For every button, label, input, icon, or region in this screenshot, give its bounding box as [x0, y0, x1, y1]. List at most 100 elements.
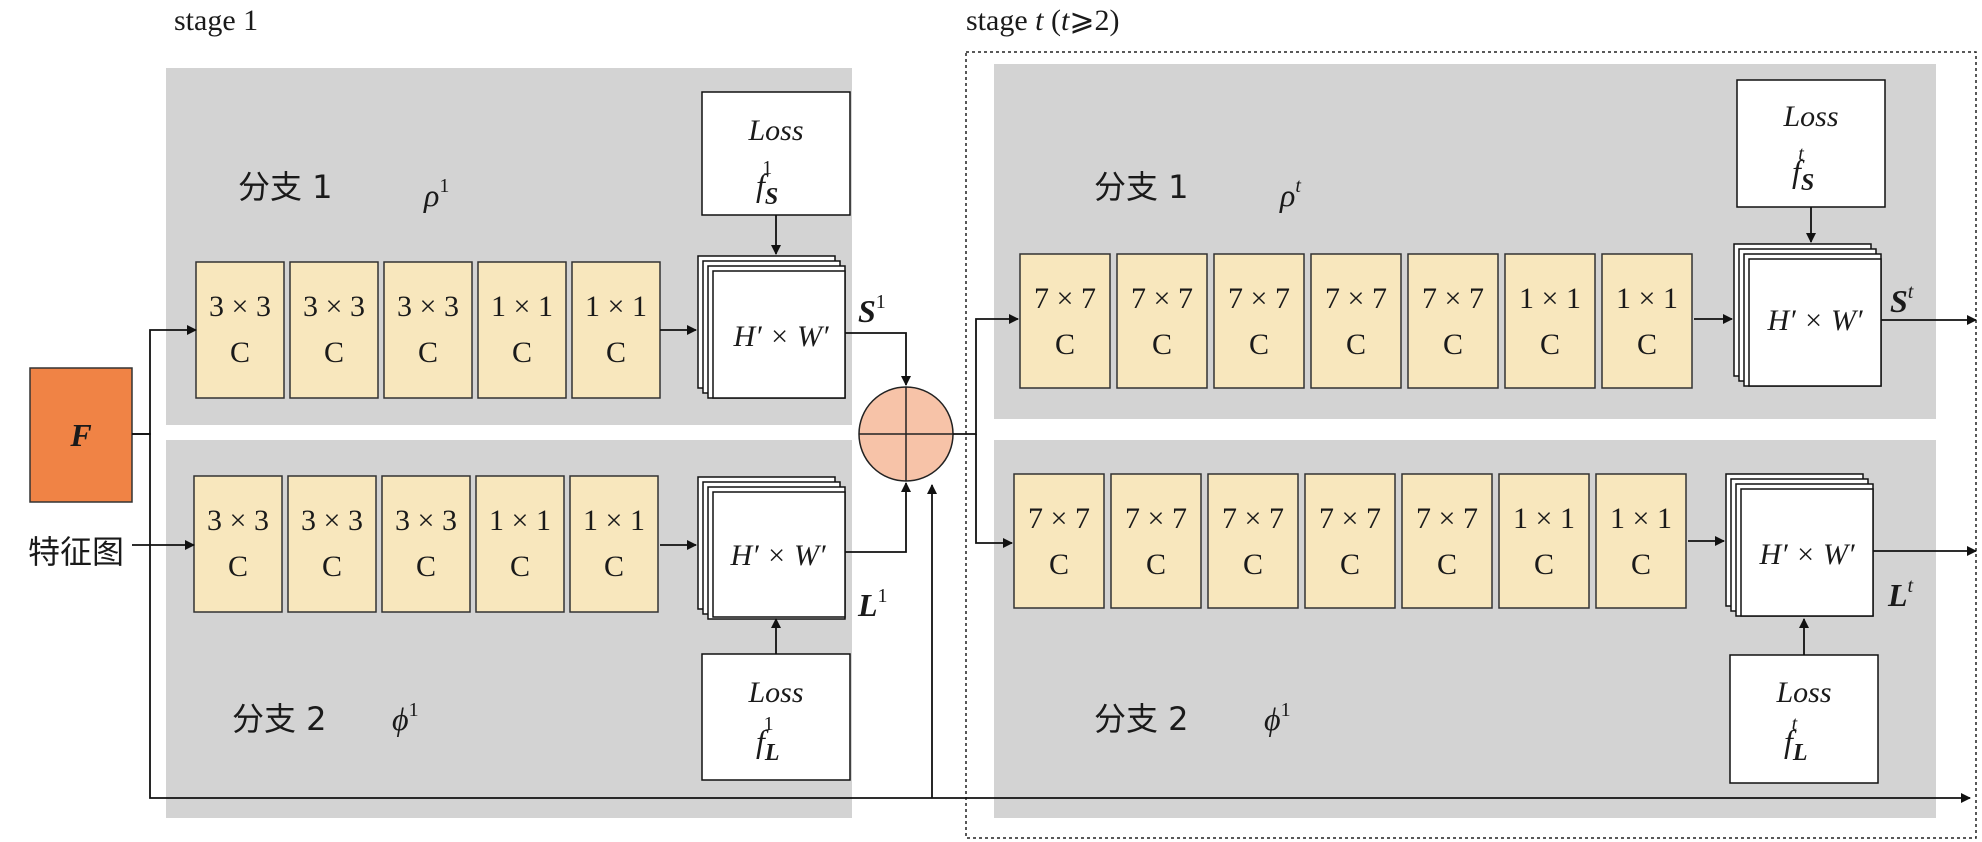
blocks-s1-b1-block-5-kernel: 1 × 1: [585, 290, 647, 323]
arrow-concat-to-staget-branch1: [953, 314, 1019, 435]
blocks-st-b1-block-6-kernel: 1 × 1: [1519, 282, 1581, 315]
blocks-s1-b1-block-2-kernel: 3 × 3: [303, 290, 365, 323]
stage1-branch1-conv-blocks: 3 × 3C3 × 3C3 × 3C1 × 1C1 × 1C: [195, 261, 661, 399]
blocks-s1-b1-block-3: [383, 261, 473, 399]
staget-branch2-sup: 1: [1281, 699, 1291, 721]
blocks-s1-b2-block-1-channels: C: [228, 550, 248, 583]
stage1-L-name: L: [857, 587, 878, 623]
staget-output-top-dims: H′ × W′: [1766, 304, 1862, 337]
stage1-branch1-label: 分支 1: [238, 168, 333, 206]
stage1-branch2-sup: 1: [409, 699, 419, 721]
staget-loss-bottom-title: Loss: [1775, 676, 1831, 709]
blocks-s1-b2-block-5: [569, 475, 659, 613]
stage1-loss-top: Loss fS1: [701, 91, 851, 216]
stage1-branch1-rho: ρ: [423, 177, 439, 213]
blocks-st-b1-block-4: [1310, 253, 1402, 389]
blocks-st-b2-block-4-kernel: 7 × 7: [1319, 502, 1381, 535]
blocks-st-b2-block-6-kernel: 1 × 1: [1513, 502, 1575, 535]
staget-output-bottom-dims: H′ × W′: [1758, 538, 1854, 571]
blocks-s1-b1-block-3-kernel: 3 × 3: [397, 290, 459, 323]
blocks-s1-b2-block-3: [381, 475, 471, 613]
blocks-s1-b1-block-1-channels: C: [230, 336, 250, 369]
blocks-st-b1-block-6: [1504, 253, 1596, 389]
staget-loss-bottom-sub: L: [1792, 740, 1808, 766]
staget-loss-top-sup: t: [1798, 143, 1804, 165]
blocks-s1-b1-block-2-channels: C: [324, 336, 344, 369]
arrow-S1-to-concat: [845, 332, 911, 386]
blocks-s1-b2-block-4-channels: C: [510, 550, 530, 583]
blocks-s1-b1-block-1: [195, 261, 285, 399]
stage1-branch1-sup: 1: [439, 175, 449, 197]
blocks-s1-b2-block-2-kernel: 3 × 3: [301, 504, 363, 537]
stage1-loss-top-fn: fS1: [756, 157, 778, 210]
blocks-s1-b2-block-3-kernel: 3 × 3: [395, 504, 457, 537]
blocks-st-b2-block-2-kernel: 7 × 7: [1125, 502, 1187, 535]
staget-title: stage t (t⩾2): [966, 4, 1119, 37]
staget-branch1-sup: t: [1295, 175, 1301, 197]
blocks-s1-b1-block-4: [477, 261, 567, 399]
blocks-st-b1-block-1-kernel: 7 × 7: [1034, 282, 1096, 315]
staget-loss-bottom-fn: fLt: [1784, 713, 1808, 766]
blocks-st-b2-block-3: [1207, 473, 1299, 609]
staget-title-a: stage: [966, 4, 1035, 37]
blocks-st-b2-block-3-channels: C: [1243, 548, 1263, 581]
blocks-st-b1-block-3-kernel: 7 × 7: [1228, 282, 1290, 315]
blocks-s1-b2-block-4-kernel: 1 × 1: [489, 504, 551, 537]
blocks-s1-b1-block-5-channels: C: [606, 336, 626, 369]
blocks-st-b1-block-7: [1601, 253, 1693, 389]
blocks-st-b2-block-7: [1595, 473, 1687, 609]
staget-title-t: t: [1035, 4, 1044, 37]
blocks-s1-b2-block-2: [287, 475, 377, 613]
staget-branch1-conv-blocks: 7 × 7C7 × 7C7 × 7C7 × 7C7 × 7C1 × 1C1 × …: [1019, 253, 1693, 389]
blocks-st-b1-block-1: [1019, 253, 1111, 389]
blocks-st-b1-block-5-kernel: 7 × 7: [1422, 282, 1484, 315]
stage1-output-top-stack: H′ × W′: [697, 255, 846, 399]
blocks-st-b2-block-5-kernel: 7 × 7: [1416, 502, 1478, 535]
staget-title-t2: t: [1061, 4, 1070, 37]
staget-L-sup: t: [1908, 575, 1914, 597]
line-input-bypass: [132, 433, 1971, 803]
stage1-output-bottom-stack: H′ × W′: [697, 476, 846, 620]
blocks-s1-b2-block-5-channels: C: [604, 550, 624, 583]
blocks-st-b1-block-1-channels: C: [1055, 328, 1075, 361]
stage1-branch2-label: 分支 2: [232, 700, 327, 738]
stage1-output-L-label: L1: [857, 585, 888, 623]
blocks-st-b1-block-3-channels: C: [1249, 328, 1269, 361]
staget-S-sup: t: [1908, 281, 1914, 303]
staget-branch1-rho: ρ: [1279, 177, 1295, 213]
stage1-loss-bottom-fn: fL1: [756, 713, 780, 766]
blocks-st-b2-block-4: [1304, 473, 1396, 609]
blocks-st-b1-block-4-channels: C: [1346, 328, 1366, 361]
staget-loss-top-fn: fSt: [1792, 143, 1814, 196]
blocks-st-b2-block-1: [1013, 473, 1105, 609]
staget-title-b: (: [1043, 4, 1061, 37]
staget-loss-bottom-sup: t: [1792, 713, 1798, 735]
stage1-loss-top-sub: S: [765, 184, 778, 210]
staget-branch2-phi: ϕ: [1264, 701, 1281, 737]
stage1-loss-bottom-sup: 1: [764, 713, 774, 735]
blocks-st-b2-block-6-channels: C: [1534, 548, 1554, 581]
blocks-st-b1-block-3: [1213, 253, 1305, 389]
staget-dotted-frame: [965, 51, 1977, 839]
blocks-st-b1-block-6-channels: C: [1540, 328, 1560, 361]
blocks-s1-b2-block-5-kernel: 1 × 1: [583, 504, 645, 537]
stage1-loss-bottom-title: Loss: [747, 676, 803, 709]
arrow-L1-to-concat: [845, 482, 911, 553]
blocks-st-b2-block-7-kernel: 1 × 1: [1610, 502, 1672, 535]
blocks-st-b1-block-2-channels: C: [1152, 328, 1172, 361]
blocks-s1-b2-block-3-channels: C: [416, 550, 436, 583]
blocks-s1-b2-block-4: [475, 475, 565, 613]
blocks-st-b2-block-1-channels: C: [1049, 548, 1069, 581]
blocks-st-b2-block-1-kernel: 7 × 7: [1028, 502, 1090, 535]
stage1-output-top-dims: H′ × W′: [732, 320, 828, 353]
staget-output-L-label: Lt: [1887, 575, 1914, 613]
stage1-S-name: S: [858, 293, 876, 329]
arrow-concat-to-staget-branch2: [975, 434, 1013, 548]
blocks-st-b2-block-7-channels: C: [1631, 548, 1651, 581]
concat-node: [858, 386, 954, 482]
blocks-s1-b2-block-1-kernel: 3 × 3: [207, 504, 269, 537]
stage1-branch1-symbol: ρ1: [423, 175, 449, 213]
blocks-st-b2-block-5-channels: C: [1437, 548, 1457, 581]
staget-loss-top: Loss fSt: [1736, 79, 1886, 208]
